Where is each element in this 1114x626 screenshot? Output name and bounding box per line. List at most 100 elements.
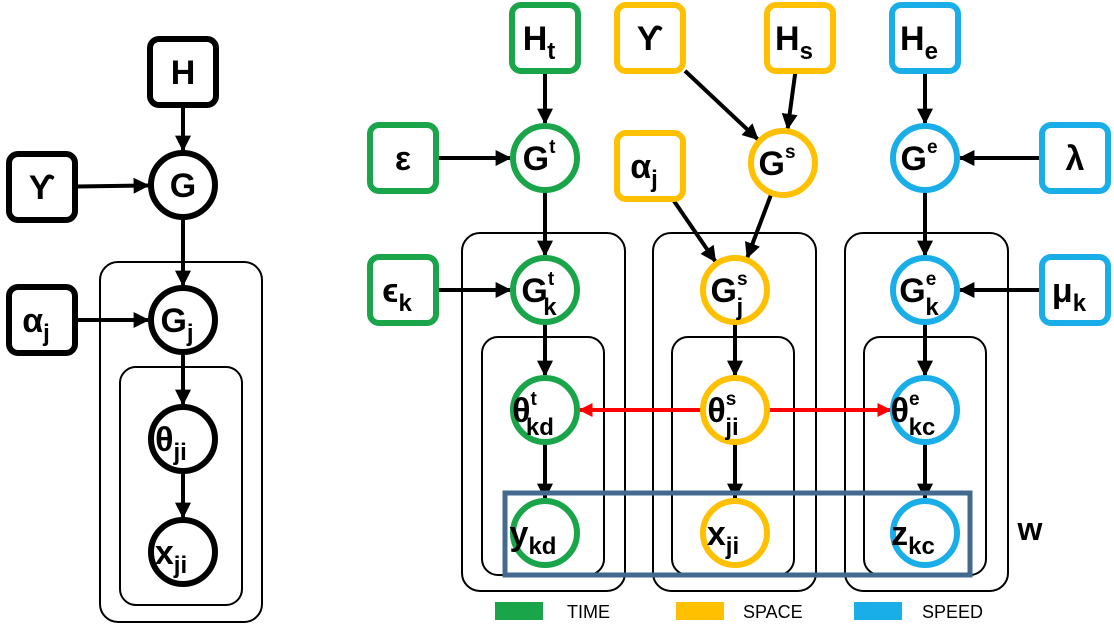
node-label: xji (707, 515, 739, 560)
node-label-base: θ (891, 392, 909, 430)
node-label-base: G (523, 140, 549, 178)
node-l-H: H (147, 36, 219, 108)
node-box (614, 130, 686, 202)
node-label-sup: t (549, 137, 556, 158)
node-label-sub: ji (173, 439, 187, 466)
node-l-x: xji (148, 517, 218, 587)
node-label-base: μ (1052, 272, 1073, 310)
legend-item-time: TIME (495, 602, 610, 622)
node-circle (510, 123, 580, 193)
node-box (147, 36, 219, 108)
node-label-base: H (523, 20, 548, 58)
node-r-Ht: Ht (509, 2, 581, 74)
node-label-base: ϒ (637, 20, 663, 58)
node-label-base: G (758, 145, 784, 183)
edge-r-alpha-to-r-Gsj (672, 199, 717, 263)
legend-swatch (676, 602, 724, 620)
node-box (6, 284, 78, 356)
node-label: ε (395, 140, 411, 178)
node-label-base: θ (707, 392, 725, 430)
edge-l-gamma-to-l-G (76, 177, 150, 194)
edge-r-Gs-to-r-Gsj (744, 194, 773, 259)
node-r-alpha: αj (614, 130, 686, 202)
node-label-base: x (155, 534, 174, 572)
node-label-base: x (707, 515, 726, 553)
node-label: Hs (775, 20, 813, 65)
node-label-base: H (171, 54, 196, 92)
node-label-sub: kd (526, 414, 554, 441)
node-r-x: xji (700, 498, 770, 568)
node-label-sub: kd (528, 533, 556, 560)
node-label-sub: k (543, 294, 557, 321)
node-label: G (170, 167, 196, 205)
node-label: Gj (160, 302, 193, 347)
node-label-sup: t (548, 269, 555, 290)
node-r-Hs: Hs (764, 2, 836, 74)
node-r-eps: ε (367, 122, 439, 194)
node-label-sup: e (909, 389, 920, 410)
node-label: μk (1052, 272, 1087, 317)
node-r-Gs: Gs (748, 128, 818, 198)
node-box (1039, 254, 1111, 326)
node-circle (148, 517, 218, 587)
node-box (6, 151, 78, 223)
node-label-base: ε (395, 140, 411, 178)
node-label-sub: kc (909, 414, 936, 441)
node-label: αj (630, 148, 658, 193)
node-label-base: ϒ (29, 169, 55, 207)
legend-label: SPEED (922, 602, 983, 622)
edge-r-Hs-to-r-Gs (781, 72, 798, 130)
node-box (509, 2, 581, 74)
plate-w-label: w (1017, 511, 1043, 547)
node-label-sub: j (42, 320, 50, 347)
node-label: θji (155, 421, 187, 466)
legend-item-speed: SPEED (854, 602, 983, 622)
node-label-sub: t (547, 38, 555, 65)
node-label-sub: ji (173, 552, 187, 579)
node-circle (890, 255, 960, 325)
node-label-sup: s (785, 142, 796, 163)
node-label: zkc (891, 515, 935, 560)
node-label-base: α (22, 302, 43, 340)
node-r-thetae: θe kc (890, 375, 960, 445)
edge-r-gamma-to-r-Gs (683, 69, 759, 141)
node-label-sup: e (926, 269, 937, 290)
node-circle (510, 255, 580, 325)
node-circle (890, 123, 960, 193)
node-l-alpha: αj (6, 284, 78, 356)
node-label-sup: t (531, 389, 538, 410)
observed-variables-highlight-box (502, 490, 973, 578)
node-label-sup: s (726, 389, 737, 410)
node-box (614, 2, 686, 74)
legend-label: SPACE (743, 602, 803, 622)
legend-label: TIME (567, 602, 610, 622)
node-circle (748, 128, 818, 198)
node-box (367, 254, 439, 326)
node-label: Ge (900, 137, 937, 178)
node-l-Gj: Gj (148, 285, 218, 355)
node-label-sup: s (737, 269, 748, 290)
node-label-sup: e (927, 137, 938, 158)
node-circle (890, 498, 960, 568)
node-box (367, 122, 439, 194)
node-label-base: G (899, 272, 925, 310)
legend-swatch (854, 602, 902, 620)
node-label-sub: k (398, 290, 412, 317)
node-l-theta: θji (148, 404, 218, 474)
node-label-sub: kc (908, 533, 935, 560)
node-l-G: G (148, 150, 218, 220)
node-label: xji (155, 534, 187, 579)
node-r-lambda: λ (1039, 122, 1111, 194)
node-label-base: θ (155, 421, 173, 459)
node-label: θe kc (891, 389, 936, 441)
node-circle (510, 498, 580, 568)
node-label-base: G (710, 272, 736, 310)
node-r-gamma: ϒ (614, 2, 686, 74)
node-label-base: α (630, 148, 651, 186)
